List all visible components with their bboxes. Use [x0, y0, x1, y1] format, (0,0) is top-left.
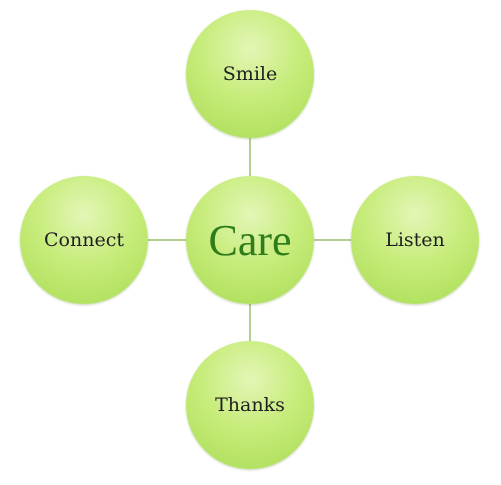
node-listen-label: Listen	[385, 229, 445, 251]
node-care: Care	[186, 176, 314, 304]
node-care-label: Care	[208, 215, 292, 265]
node-thanks-label: Thanks	[215, 394, 285, 416]
node-connect: Connect	[20, 176, 148, 304]
node-thanks: Thanks	[186, 341, 314, 469]
node-smile-label: Smile	[222, 63, 278, 85]
node-connect-label: Connect	[44, 229, 124, 251]
node-listen: Listen	[351, 176, 479, 304]
node-smile: Smile	[186, 10, 314, 138]
